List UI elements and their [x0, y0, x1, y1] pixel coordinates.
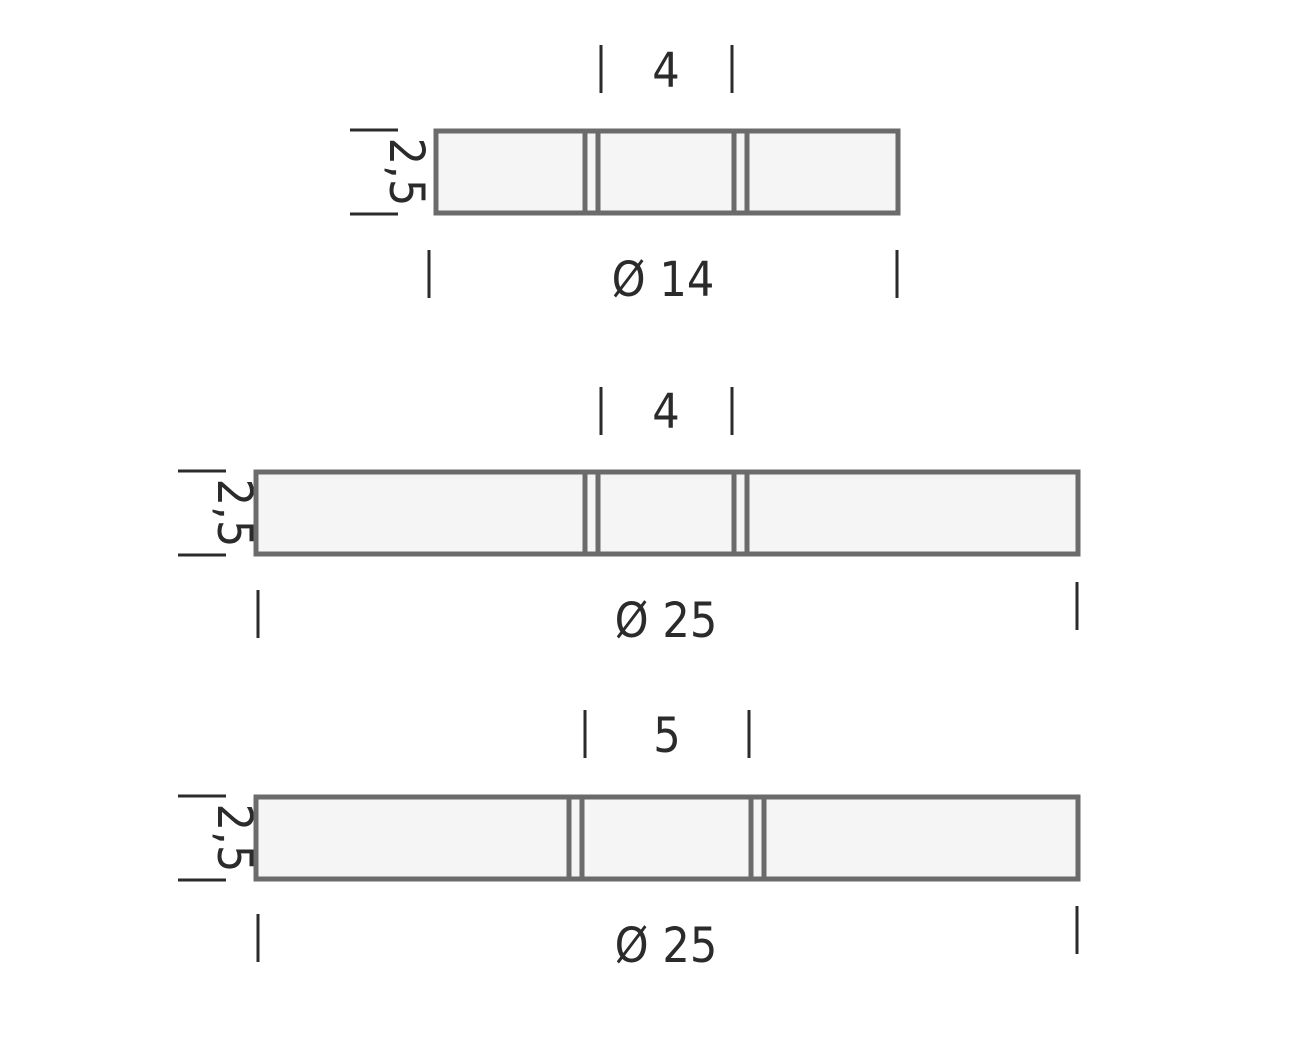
- profile-diagram-2: 4 2,5 Ø 25: [178, 384, 1081, 649]
- height-label: 2,5: [378, 138, 434, 207]
- profile-bar: [433, 128, 901, 216]
- profile-bar: [253, 794, 1081, 882]
- profile-bar: [253, 469, 1081, 557]
- height-label: 2,5: [206, 804, 262, 873]
- profile-diagram-3: 5 2,5 Ø 25: [178, 708, 1081, 974]
- diameter-label: Ø 14: [612, 252, 715, 308]
- diameter-label: Ø 25: [615, 918, 718, 974]
- center-width-label: 4: [652, 384, 679, 440]
- profile-diagram-1: 4 2,5 Ø 14: [350, 43, 901, 308]
- center-width-label: 4: [652, 43, 679, 99]
- height-label: 2,5: [206, 479, 262, 548]
- center-width-label: 5: [653, 708, 680, 764]
- diameter-label: Ø 25: [615, 593, 718, 649]
